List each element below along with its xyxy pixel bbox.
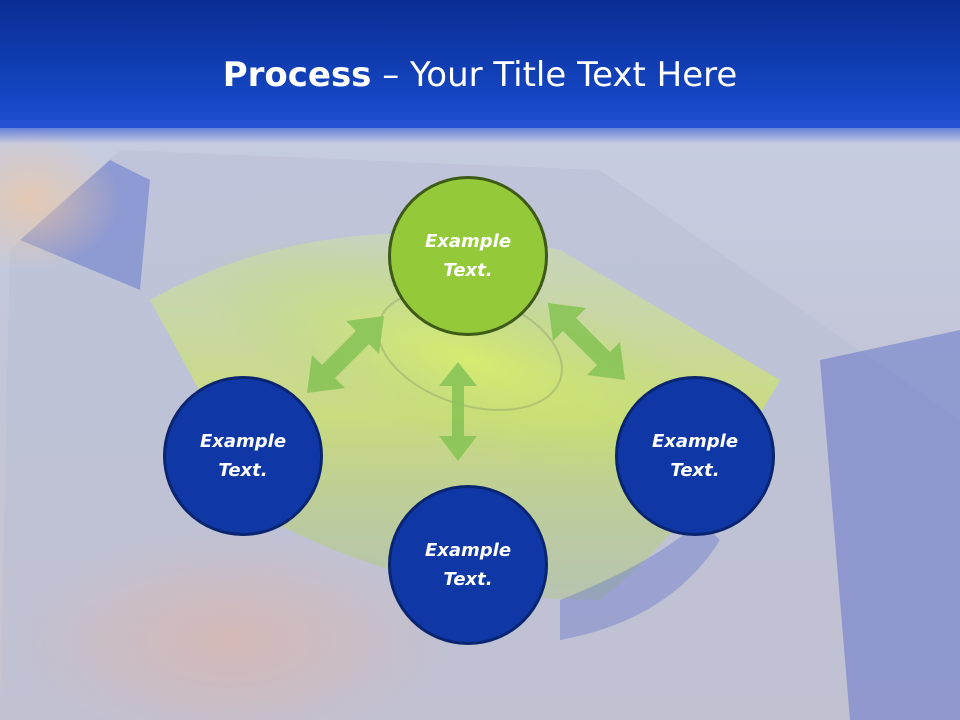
title-bar bbox=[0, 0, 960, 128]
arrow-top-right bbox=[548, 303, 625, 380]
arrow-top-left bbox=[307, 316, 384, 393]
slide-title-bold: Process bbox=[222, 55, 372, 95]
process-node-right[interactable]: Example Text. bbox=[615, 376, 775, 536]
slide-title: Process – Your Title Text Here bbox=[0, 52, 960, 98]
process-node-top[interactable]: Example Text. bbox=[388, 176, 548, 336]
process-node-top-label: Example Text. bbox=[424, 231, 512, 281]
process-node-bottom[interactable]: Example Text. bbox=[388, 485, 548, 645]
process-node-bottom-label: Example Text. bbox=[424, 540, 512, 590]
process-node-right-label: Example Text. bbox=[651, 431, 739, 481]
arrow-vertical bbox=[439, 362, 477, 461]
title-bar-fade bbox=[0, 120, 960, 144]
slide-title-rest: – Your Title Text Here bbox=[371, 55, 738, 95]
process-node-left[interactable]: Example Text. bbox=[163, 376, 323, 536]
process-node-left-label: Example Text. bbox=[199, 431, 287, 481]
